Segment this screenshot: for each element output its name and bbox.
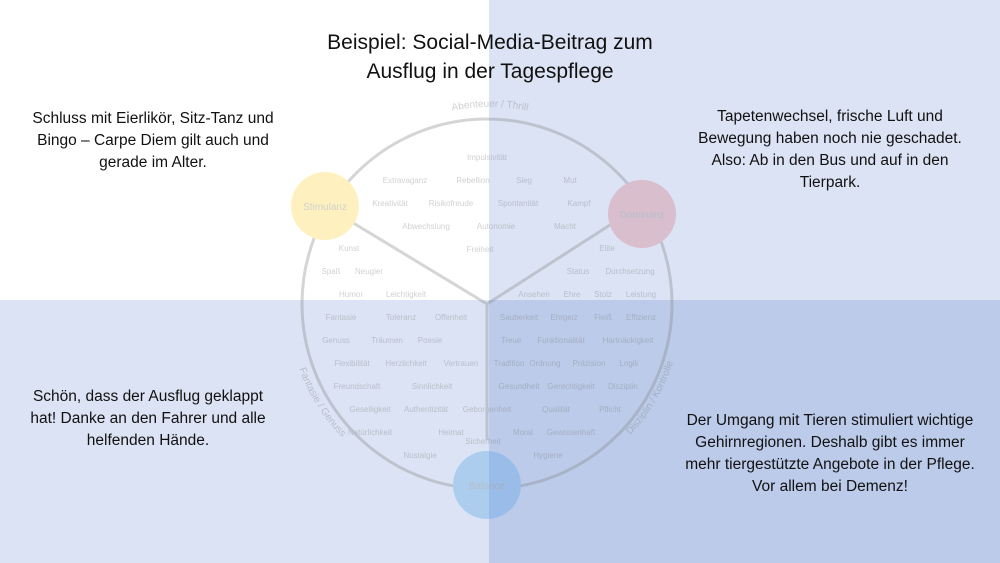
value-word: Offenheit — [435, 313, 468, 322]
value-word: Elite — [599, 244, 615, 253]
quadrant-top-left — [0, 0, 489, 300]
pole-label-balance: Balance — [469, 481, 506, 492]
value-word: Durchsetzung — [605, 267, 654, 276]
value-word: Qualität — [542, 405, 570, 414]
stimulanz-circle — [291, 172, 359, 240]
value-word: Stolz — [594, 290, 612, 299]
value-word: Spontanität — [498, 199, 539, 208]
value-word: Geborgenheit — [463, 405, 512, 414]
slide-title: Beispiel: Social-Media-Beitrag zum Ausfl… — [260, 28, 720, 86]
value-word: Sicherheit — [465, 437, 501, 446]
value-word: Ehre — [564, 290, 581, 299]
value-word: Freundschaft — [334, 382, 381, 391]
value-word: Impulsivität — [467, 153, 508, 162]
value-word: Fleiß — [594, 313, 612, 322]
title-line-2: Ausflug in der Tagespflege — [366, 60, 614, 83]
value-word: Tradition — [494, 359, 525, 368]
value-word: Genuss — [322, 336, 350, 345]
note-bottom-right: Der Umgang mit Tieren stimuliert wichtig… — [685, 412, 975, 495]
value-word: Humor — [339, 290, 363, 299]
balance-circle — [453, 451, 521, 519]
arc-label-right: Disziplin / Kontrolle — [624, 359, 676, 437]
title-line-1: Beispiel: Social-Media-Beitrag zum — [327, 31, 653, 54]
value-word: Ansehen — [518, 290, 550, 299]
value-word: Disziplin — [608, 382, 638, 391]
value-word: Authentizität — [404, 405, 449, 414]
value-word: Ehrgeiz — [550, 313, 577, 322]
quadrant-bottom-left — [0, 300, 489, 563]
value-word: Effizienz — [626, 313, 656, 322]
value-word: Hartnäckigkeit — [603, 336, 654, 345]
value-word: Mut — [563, 176, 577, 185]
value-word: Gerechtigkeit — [547, 382, 595, 391]
value-word: Kunst — [339, 244, 360, 253]
quadrant-top-right — [489, 0, 1000, 300]
value-word: Präzision — [573, 359, 606, 368]
value-word: Funktionalität — [537, 336, 585, 345]
arc-label-top: Abenteuer / Thrill — [451, 99, 530, 114]
value-word: Status — [567, 267, 590, 276]
value-word: Natürlichkeit — [348, 428, 393, 437]
divider-line-dominanz — [486, 223, 611, 306]
value-word: Spaß — [321, 267, 340, 276]
value-word: Risikofreude — [429, 199, 474, 208]
value-word: Logik — [619, 359, 639, 368]
value-word: Autonomie — [477, 222, 516, 231]
wheel-circle — [300, 117, 674, 491]
value-word: Neugier — [355, 267, 383, 276]
value-word: Herzlichkeit — [385, 359, 427, 368]
value-word: Gesundheit — [499, 382, 541, 391]
value-word: Kreativität — [372, 199, 408, 208]
note-top-right: Tapetenwechsel, frische Luft und Bewegun… — [698, 108, 962, 191]
note-bottom-left: Schön, dass der Ausflug geklappt hat! Da… — [30, 388, 266, 449]
value-word: Kampf — [567, 199, 591, 208]
divider-line-stimulanz — [344, 216, 488, 306]
note-top-left: Schluss mit Eierlikör, Sitz-Tanz und Bin… — [32, 110, 274, 171]
value-word: Sauberkeit — [500, 313, 539, 322]
value-word: Vertrauen — [444, 359, 479, 368]
value-word: Sinnlichkeit — [412, 382, 453, 391]
quadrant-bottom-right — [489, 300, 1000, 563]
value-word: Leichtigkeit — [386, 290, 427, 299]
value-word: Flexibilität — [334, 359, 370, 368]
value-word: Extravaganz — [383, 176, 427, 185]
value-word: Treue — [501, 336, 522, 345]
value-word: Leistung — [626, 290, 656, 299]
value-word: Fantasie — [326, 313, 357, 322]
value-word: Hygiene — [533, 451, 563, 460]
value-word: Gewissenhaft — [547, 428, 596, 437]
value-word: Ordnung — [529, 359, 560, 368]
value-word: Träumen — [371, 336, 403, 345]
value-word: Sieg — [516, 176, 532, 185]
arc-label-left: Fantasie / Genuss — [296, 366, 347, 439]
value-word: Moral — [513, 428, 533, 437]
pole-label-dominanz: Dominanz — [619, 210, 664, 221]
value-word: Pflicht — [599, 405, 622, 414]
value-word: Geselligkeit — [349, 405, 391, 414]
value-word: Toleranz — [386, 313, 416, 322]
value-word: Macht — [554, 222, 577, 231]
value-word: Nostalgie — [403, 451, 437, 460]
value-word: Freiheit — [467, 245, 494, 254]
dominanz-circle — [608, 180, 676, 248]
value-word: Rebellion — [456, 176, 489, 185]
value-word: Poesie — [418, 336, 443, 345]
value-word: Abwechslung — [402, 222, 450, 231]
pole-label-stimulanz: Stimulanz — [303, 202, 347, 213]
value-word: Heimat — [438, 428, 464, 437]
